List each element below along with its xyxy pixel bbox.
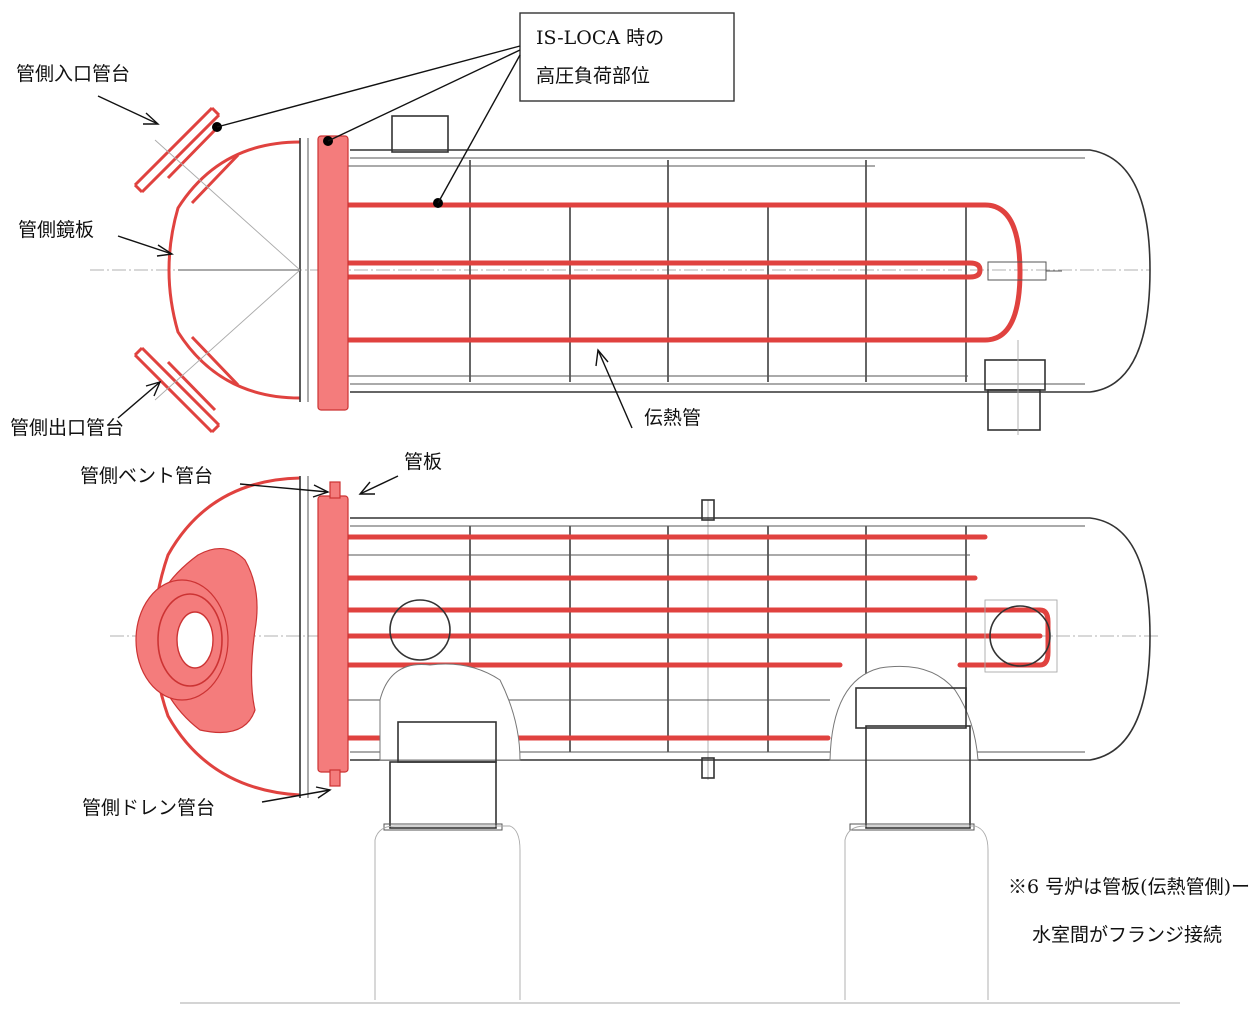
bottom-bottom-vent [701,757,715,779]
bottom-nozzle-bore [176,611,214,669]
outlet-nozzle-flange [133,346,221,434]
top-heat-tube-outer [337,202,1023,343]
bottom-heat-tube-3 [337,607,1051,668]
outlet-nozzle-body [166,335,240,412]
top-inlet-nozzle [133,106,301,271]
arrowhead-vent-nozzle [312,484,330,498]
vent-nozzle-stub [329,481,341,499]
top-baffles [469,160,967,382]
bottom-shell-port-left [389,599,451,661]
arrow-outlet-nozzle [117,381,161,419]
arrow-head-plate [117,235,173,255]
saddle-support-left [379,663,521,831]
drain-nozzle-stub [329,769,341,787]
note-line-2: 水室間がフランジ接続 [1032,924,1222,946]
arrowhead-tube-sheet [358,481,375,495]
note-line-1: ※6 号炉は管板(伝熱管側)ー [1008,876,1250,898]
arrow-tube-sheet [359,475,399,495]
outlet-nozzle-centerline [154,269,301,401]
saddle-left-plate [383,823,503,831]
top-channel-head [167,140,301,400]
foundation-right [844,825,989,1000]
bottom-top-vent [701,499,715,521]
top-outlet-nozzle [133,269,301,434]
label-drain-nozzle: 管側ドレン管台 [82,797,215,819]
inlet-nozzle-flange [133,106,221,194]
callout-leader-3 [437,54,521,204]
arrowhead-drain-nozzle [315,786,332,799]
arrow-vent-nozzle [239,483,329,493]
bottom-shell [350,517,1151,761]
label-inlet-nozzle: 管側入口管台 [16,63,130,85]
top-heat-tube-inner [337,260,983,280]
top-tube-sheet [317,135,349,411]
top-shell-nozzle [391,115,449,153]
saddle-right-base [865,725,971,829]
arrow-heat-tube [597,349,633,429]
bottom-tube-sheet [317,495,349,773]
label-outlet-nozzle: 管側出口管台 [10,417,124,439]
arrowhead-heat-tube [595,348,609,367]
callout-leader-1 [216,45,521,128]
bottom-nozzle-ring [157,593,223,687]
bottom-shell-port-right-frame [984,599,1058,673]
callout-line-2: 高圧負荷部位 [536,65,650,87]
arrowhead-outlet-nozzle [145,380,162,397]
arrow-inlet-nozzle [97,95,159,125]
arrowhead-head-plate [156,244,174,257]
callout-leader-2 [327,49,521,142]
callout-box [519,12,735,102]
top-shell-bottom-nozzle [984,359,1046,391]
bottom-shell-port-right [989,605,1051,667]
arrowhead-inlet-nozzle [143,112,160,125]
label-head-plate: 管側鏡板 [18,219,94,241]
saddle-left-base [389,761,497,829]
callout-line-1: IS-LOCA 時の [536,27,664,49]
top-tube-fixture [987,261,1047,281]
saddle-right-cutaway [829,665,979,761]
top-shell-bottom-flange [987,389,1041,431]
top-shell [350,149,1151,393]
saddle-right-plate [849,823,975,831]
label-vent-nozzle: 管側ベント管台 [80,465,213,487]
bottom-view [110,476,1180,1004]
saddle-right-upper [855,687,967,729]
arrow-drain-nozzle [261,789,331,803]
label-tube-sheet: 管板 [404,451,442,473]
foundation-left [374,825,521,1000]
saddle-support-right [829,665,979,831]
inlet-nozzle-centerline [154,139,301,271]
label-heat-tube: 伝熱管 [644,407,701,429]
inlet-nozzle-body [166,128,240,205]
top-view [90,106,1151,435]
saddle-left-cutaway [379,663,521,761]
